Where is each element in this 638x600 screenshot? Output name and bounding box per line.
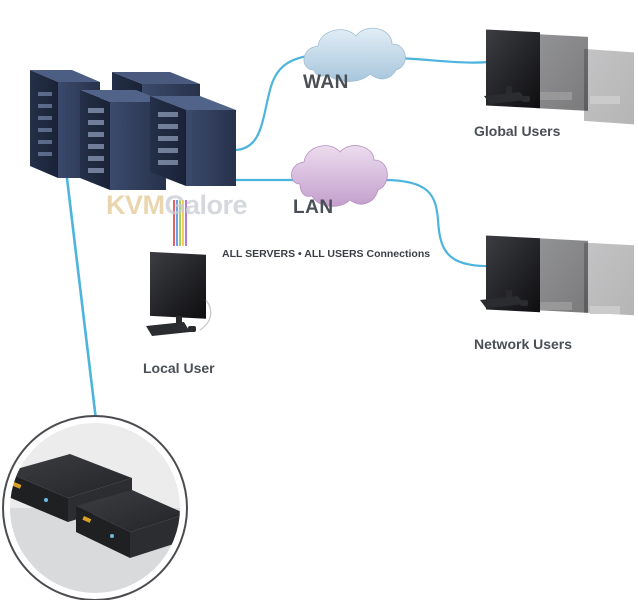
watermark-part-kvm: KVM	[106, 190, 165, 220]
server-rack-right	[150, 96, 236, 186]
wan-cloud	[303, 27, 406, 82]
lan-link-cloud-to-network-users	[383, 178, 501, 268]
network-user-workstation-3	[584, 242, 634, 316]
lan-label: LAN	[293, 197, 334, 218]
network-users-label: Network Users	[474, 336, 573, 352]
kvm-device-zoom	[2, 415, 188, 600]
watermark-logo: KVMGalore	[106, 190, 248, 221]
wan-label: WAN	[303, 72, 349, 93]
global-user-workstation-3	[584, 48, 634, 125]
connections-caption: ALL SERVERS • ALL USERS Connections	[222, 248, 431, 260]
watermark-part-galore: Galore	[164, 190, 248, 220]
local-user-cables	[173, 200, 187, 246]
kvm-extender-unit-2	[76, 490, 183, 558]
network-users-workstations	[480, 235, 634, 316]
network-user-workstation-2	[536, 238, 588, 313]
server-racks	[30, 70, 236, 190]
local-user-workstation	[146, 251, 212, 336]
global-user-workstation-2	[536, 34, 588, 111]
network-user-workstation-1	[480, 235, 540, 313]
global-users-workstations	[484, 29, 634, 125]
local-user-label: Local User	[143, 360, 215, 376]
global-users-label: Global Users	[474, 123, 561, 139]
wan-link-server-to-cloud	[235, 53, 315, 152]
lan-cloud	[291, 145, 388, 207]
global-user-workstation-1	[484, 29, 540, 109]
